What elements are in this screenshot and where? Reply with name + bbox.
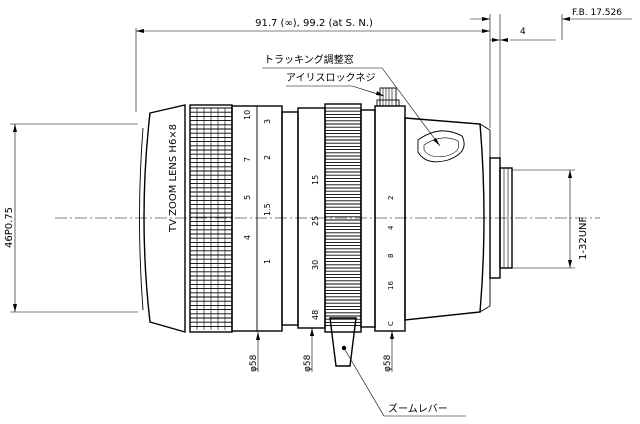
callout-zoom-lever: ズームレバー bbox=[343, 347, 466, 417]
zoom-mark: 30 bbox=[311, 260, 320, 270]
zoom-mark: 48 bbox=[311, 310, 320, 320]
dimension-total-length: 91.7 (∞), 99.2 (at S. N.) bbox=[135, 14, 491, 128]
scale-mark: 4 bbox=[243, 235, 252, 240]
scale-mark: 1.5 bbox=[263, 203, 272, 216]
scale-mark: 1 bbox=[263, 259, 272, 264]
dimension-diameters: φ58 φ58 φ58 bbox=[249, 328, 394, 372]
iris-lock-screw-label: アイリスロックネジ bbox=[286, 72, 376, 84]
total-length-label: 91.7 (∞), 99.2 (at S. N.) bbox=[255, 18, 373, 29]
scale-mark: 3 bbox=[263, 119, 272, 124]
zoom-lever-label: ズームレバー bbox=[388, 402, 448, 415]
tracking-window bbox=[417, 130, 465, 163]
diameter-label-3: φ58 bbox=[383, 354, 393, 372]
barrel-markings: TV ZOOM LENS H6×8 10 7 5 4 1 3 2 1.5 15 … bbox=[168, 110, 395, 326]
aperture-mark: 2 bbox=[387, 196, 395, 200]
focus-ring-knurl bbox=[189, 105, 232, 332]
flange-back-label: F.B. 17.526 bbox=[572, 8, 622, 18]
aperture-mark: 16 bbox=[387, 281, 395, 290]
scale-mark: 10 bbox=[243, 110, 252, 120]
aperture-mark: 4 bbox=[387, 225, 395, 230]
dimension-front-thread: 46P0.75 bbox=[4, 123, 138, 313]
callout-tracking-window: トラッキング調整窓 bbox=[262, 53, 441, 147]
scale-mark: 7 bbox=[243, 157, 252, 162]
diameter-label-2: φ58 bbox=[303, 354, 313, 372]
zoom-ring-knurl bbox=[325, 107, 361, 327]
model-label: TV ZOOM LENS H6×8 bbox=[168, 124, 179, 233]
aperture-mark: 8 bbox=[387, 254, 395, 258]
dimension-mount-thread: 1-32UNF bbox=[512, 169, 589, 269]
mount-thread-label: 1-32UNF bbox=[578, 217, 589, 260]
front-thread-label: 46P0.75 bbox=[4, 207, 15, 248]
tracking-window-label: トラッキング調整窓 bbox=[264, 53, 354, 66]
aperture-mark: C bbox=[387, 321, 395, 326]
callout-iris-lock: アイリスロックネジ bbox=[286, 72, 385, 97]
diameter-label-1: φ58 bbox=[249, 354, 259, 372]
iris-lock-screw bbox=[376, 87, 400, 107]
zoom-mark: 15 bbox=[311, 175, 320, 185]
flange-offset-label: 4 bbox=[520, 27, 526, 37]
zoom-mark: 25 bbox=[311, 216, 320, 226]
dimension-flange: F.B. 17.526 4 bbox=[470, 8, 632, 160]
scale-mark: 2 bbox=[263, 155, 272, 160]
scale-mark: 5 bbox=[243, 195, 252, 200]
